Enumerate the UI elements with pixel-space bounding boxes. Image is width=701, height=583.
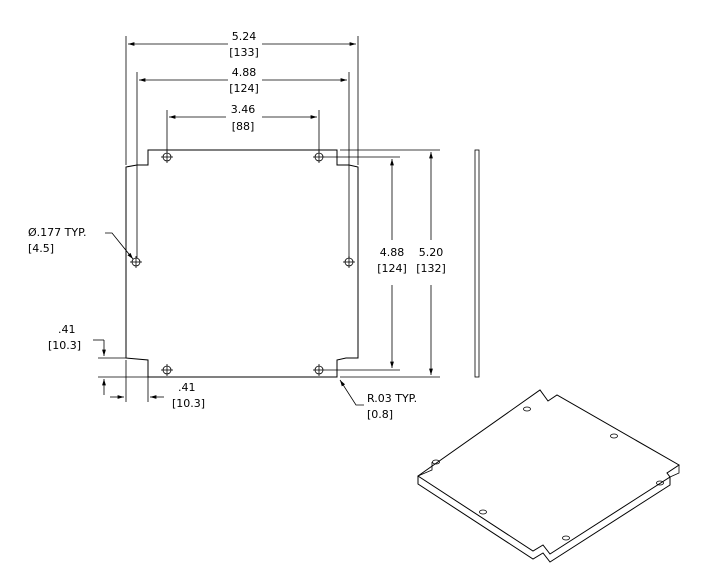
iso-hole (432, 459, 440, 465)
hole-diameter-mm: [4.5] (28, 242, 54, 255)
isometric-view (417, 389, 680, 563)
dimension-hole-spacing-x: 3.46 [88] (166, 103, 320, 152)
corner-radius-mm: [0.8] (367, 408, 393, 421)
hole-spacing-y-in: 4.88 (380, 246, 405, 259)
iso-hole (610, 433, 618, 439)
callout-corner-radius: R.03 TYP. [0.8] (339, 379, 417, 421)
iso-hole (656, 480, 664, 486)
overall-height-mm: [132] (416, 262, 446, 275)
inner-width-mm: [124] (229, 82, 259, 95)
mounting-hole (161, 364, 173, 376)
dimension-inner-width: 4.88 [124] (136, 66, 350, 258)
iso-hole (523, 406, 531, 412)
hole-spacing-y-mm: [124] (377, 262, 407, 275)
corner-radius-in: R.03 TYP. (367, 392, 417, 405)
iso-hole (562, 535, 570, 541)
notch-width-mm: [10.3] (172, 397, 205, 410)
dimension-overall-height: 5.20 [132] (340, 149, 446, 378)
notch-width-in: .41 (178, 381, 196, 394)
plate-outline (125, 149, 359, 378)
mounting-hole (313, 364, 325, 376)
dimension-overall-width: 5.24 [133] (125, 30, 359, 165)
overall-width-mm: [133] (229, 46, 259, 59)
notch-height-in: .41 (58, 323, 76, 336)
dimension-hole-spacing-y: 4.88 [124] (325, 156, 407, 371)
dimension-notch-width: .41 [10.3] (110, 360, 205, 410)
overall-width-in: 5.24 (232, 30, 257, 43)
callout-hole-diameter: Ø.177 TYP. [4.5] (28, 226, 134, 260)
hole-spacing-x-mm: [88] (232, 120, 255, 133)
notch-height-mm: [10.3] (48, 339, 81, 352)
side-view (474, 149, 480, 378)
hole-spacing-x-in: 3.46 (231, 103, 256, 116)
mounting-hole (161, 151, 173, 163)
mounting-hole (313, 151, 325, 163)
mounting-hole (130, 256, 142, 268)
hole-diameter-in: Ø.177 TYP. (28, 226, 87, 239)
iso-hole (479, 509, 487, 515)
inner-width-in: 4.88 (232, 66, 257, 79)
dimension-notch-height: .41 [10.3] (48, 323, 148, 395)
overall-height-in: 5.20 (419, 246, 444, 259)
